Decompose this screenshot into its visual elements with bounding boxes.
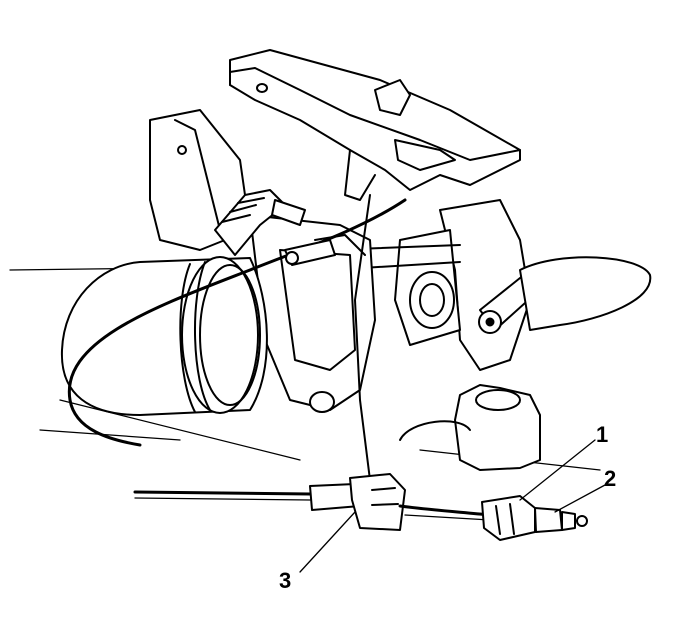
leader-lines (299, 439, 606, 573)
sensor-connector (481, 495, 588, 541)
callout-3: 3 (279, 568, 291, 593)
sensor-pad (399, 256, 652, 471)
mounting-bracket (229, 49, 521, 201)
callout-2: 2 (604, 466, 616, 491)
callout-1: 1 (596, 422, 608, 447)
accelerator-cable (67, 194, 407, 481)
vacuum-hose (214, 189, 306, 256)
cable-bracket (133, 473, 492, 531)
intake-duct (60, 256, 268, 416)
